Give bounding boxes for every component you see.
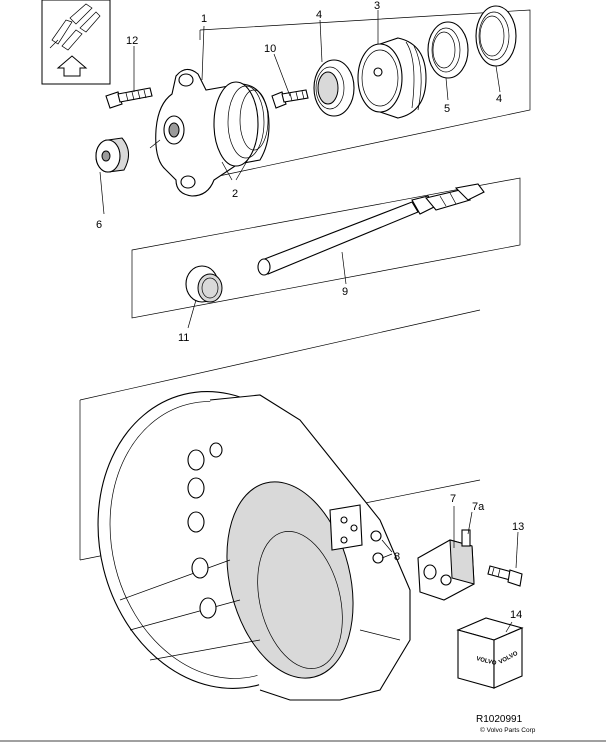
upper-assembly-panel: [199, 9, 531, 181]
washers-8: [370, 530, 384, 564]
callout-4-left: 4: [316, 9, 322, 21]
package-brand-front: VOLVO: [476, 656, 498, 667]
figure-reference-number: R1020991: [476, 714, 523, 725]
piston-3: [357, 37, 427, 119]
push-rod-9: [257, 183, 485, 276]
bolt-12: [105, 87, 153, 109]
cylinder-housing-1: [149, 68, 270, 197]
plug-6: [95, 137, 129, 173]
seal-ring-4-right: [475, 5, 517, 67]
callout-labels: 1 2 3 4 4 5 6 7 7a 8 9 10 11 12 13 14: [96, 0, 524, 621]
callout-9: 9: [342, 286, 348, 298]
leader-lines: [99, 10, 519, 633]
bolt-10: [271, 89, 309, 109]
callout-8: 8: [394, 551, 400, 563]
shaft-panel: [131, 177, 521, 319]
callout-10: 10: [264, 43, 276, 55]
assembly-direction-arrow-icon: [49, 3, 101, 77]
figure-footer: R1020991 © Volvo Parts Corp: [0, 714, 606, 742]
orientation-inset: [41, 0, 111, 85]
bolt-13: [487, 565, 523, 587]
slave-cylinder-7: [417, 529, 475, 601]
parts-package-14: VOLVO VOLVO: [456, 617, 524, 689]
callout-7: 7: [450, 493, 456, 505]
clutch-bell-housing: [97, 391, 411, 701]
callout-7a: 7a: [472, 501, 485, 513]
seal-ring-4-left: [313, 59, 355, 117]
callout-12: 12: [126, 35, 138, 47]
callout-4-right: 4: [496, 93, 502, 105]
callout-2: 2: [232, 188, 238, 200]
ring-5: [427, 21, 469, 79]
bushing-11: [185, 265, 223, 303]
callout-11: 11: [178, 332, 189, 344]
callout-14: 14: [510, 609, 522, 621]
callout-5: 5: [444, 103, 450, 115]
callout-1: 1: [201, 13, 207, 25]
callout-3: 3: [374, 0, 380, 12]
callout-6: 6: [96, 219, 102, 231]
copyright-notice: © Volvo Parts Corp: [480, 726, 536, 734]
callout-13: 13: [512, 521, 524, 533]
